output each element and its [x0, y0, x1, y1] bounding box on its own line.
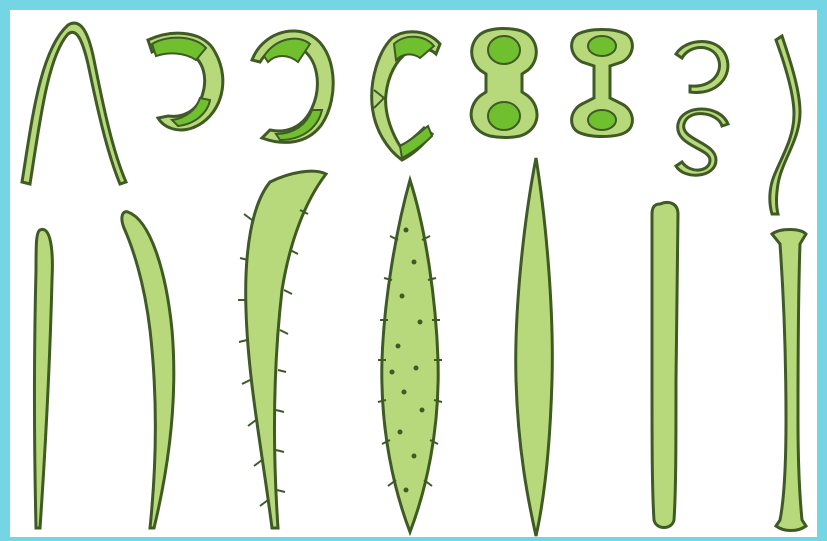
crescent-section-icon — [252, 31, 333, 142]
needle-leaf-icon — [35, 229, 53, 528]
bone-leaf-icon — [772, 230, 806, 531]
wavy-leaf-icon — [770, 36, 800, 214]
spiny-leaf-icon — [238, 171, 326, 528]
curved-leaf-icon — [122, 212, 174, 528]
rod-leaf-icon — [652, 202, 678, 527]
lanceolate-leaf-icon — [516, 158, 553, 536]
crescent-section-icon — [148, 33, 223, 130]
coiled-leaf-icon — [676, 42, 728, 176]
dumbbell-section-icon — [572, 30, 633, 137]
dumbbell-section-icon — [471, 29, 537, 138]
folded-leaf-icon — [22, 23, 126, 184]
spiny-leaf-icon — [378, 180, 442, 532]
bracket-section-icon — [372, 32, 440, 160]
